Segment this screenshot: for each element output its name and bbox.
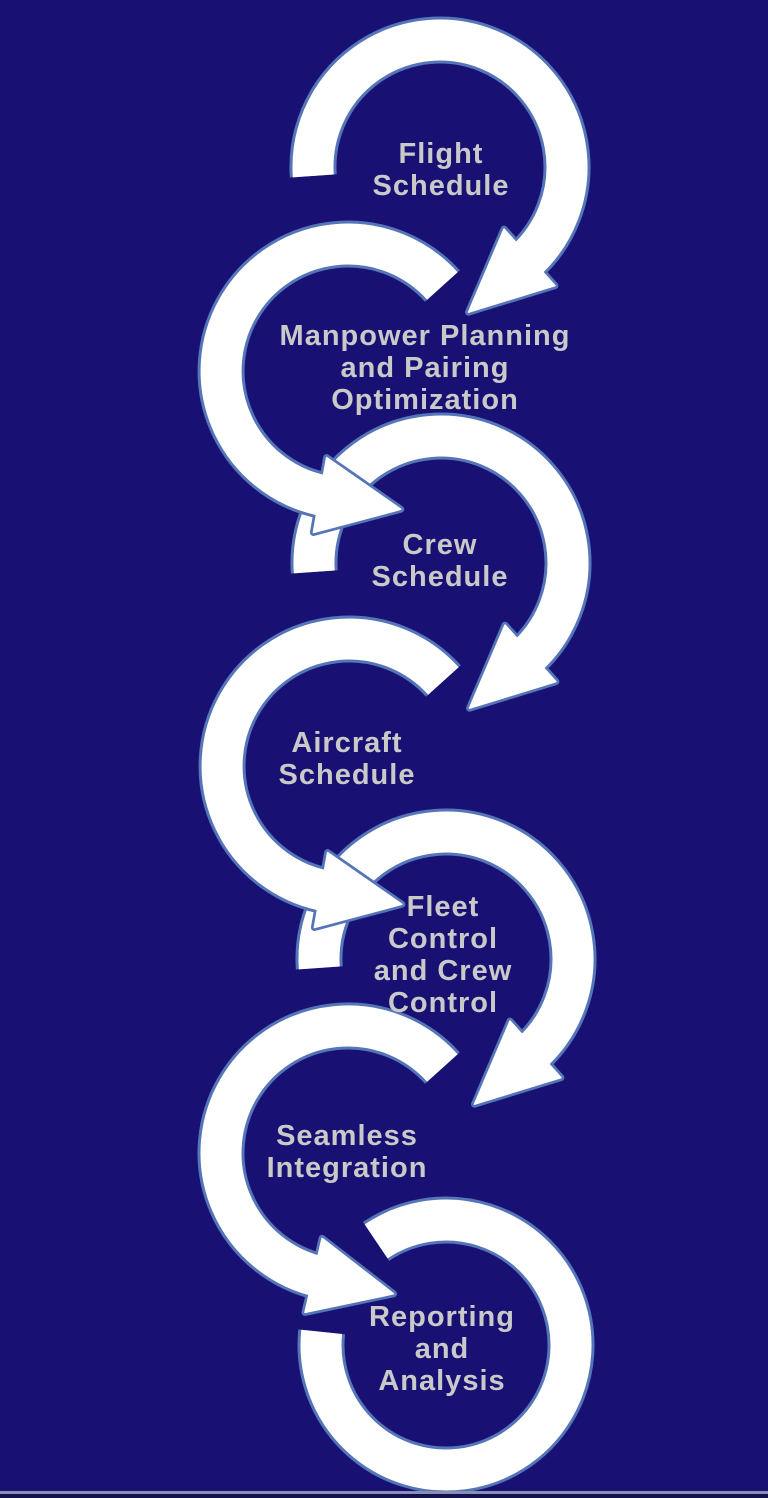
cycle-arrow-2-ring xyxy=(200,223,458,517)
cycle-arrow-7 xyxy=(297,1196,595,1494)
step-label-reporting-analysis: Reporting and Analysis xyxy=(369,1301,515,1397)
cycle-arrow-1-ring xyxy=(292,19,588,277)
step-label-fleet-crew-control: Fleet Control and Crew Control xyxy=(373,891,513,1019)
step-label-manpower-planning: Manpower Planning and Pairing Optimizati… xyxy=(279,320,571,416)
cycle-arrow-6-ring xyxy=(200,1005,458,1297)
arrowhead-icon xyxy=(473,1020,562,1105)
arrowhead-icon xyxy=(304,1237,395,1314)
bottom-edge-strip xyxy=(0,1494,768,1498)
bottom-edge-line xyxy=(0,1491,768,1494)
cycle-arrow-7-ring xyxy=(300,1199,592,1491)
arrowhead-icon xyxy=(468,624,557,709)
cycle-arrow-1 xyxy=(289,16,591,316)
cycle-arrow-6 xyxy=(197,1002,460,1316)
arrowhead-icon xyxy=(313,851,403,929)
step-label-aircraft-schedule: Aircraft Schedule xyxy=(278,727,416,791)
arrowhead-icon xyxy=(467,228,556,313)
cycle-arrow-4-ring xyxy=(201,618,459,912)
step-label-flight-schedule: Flight Schedule xyxy=(372,138,510,202)
arrowhead-icon xyxy=(312,456,402,534)
step-label-crew-schedule: Crew Schedule xyxy=(371,529,509,593)
cycle-arrow-4 xyxy=(198,615,461,931)
step-label-seamless-integration: Seamless Integration xyxy=(266,1120,428,1184)
cycle-arrow-2 xyxy=(197,220,460,536)
